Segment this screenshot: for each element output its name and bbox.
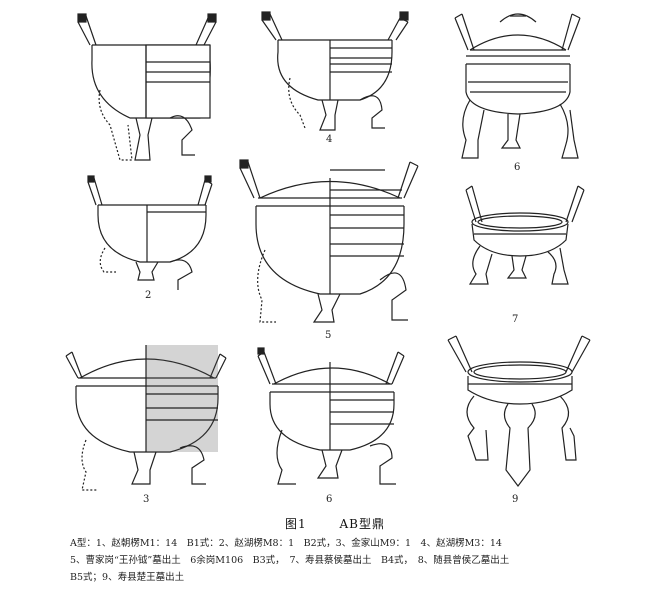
fig-label-2: 2 [145,290,151,301]
figure-notes: A型：1、赵朝楞M1：14 B1式：2、赵湖楞M8：1 B2式，3、金家山M9：… [70,535,660,586]
vessel-8-drawing [465,185,585,285]
fig-label-4: 4 [326,134,332,145]
vessel-2-drawing [87,175,213,290]
vessel-6-drawing [257,347,405,485]
fig-label-9: 9 [512,494,518,505]
figure-caption: 图1 AB型鼎 [0,515,670,532]
vessel-4-drawing [261,11,409,131]
note-line: B5式；9、寿县楚王墓出土 [70,572,185,583]
vessel-5-drawing [239,159,419,323]
vessel-1-drawing [77,13,217,161]
vessel-3-drawing [65,345,227,491]
fig-label-6: 6 [326,494,332,505]
caption-number: 图1 [285,517,307,531]
note-line: A型：1、赵朝楞M1：14 B1式：2、赵湖楞M8：1 B2式，3、金家山M9：… [70,538,502,549]
fig-label-3: 3 [143,494,149,505]
fig-label-8: 7 [512,314,518,325]
vessel-drawings-figure: 4 6 2 5 7 3 6 9 [65,11,591,505]
vessel-7-drawing [454,13,581,159]
fig-label-5: 5 [325,330,331,341]
caption-title: AB型鼎 [339,517,385,531]
fig-label-7: 6 [514,162,520,173]
note-line: 5、曹家岗“王孙钺”墓出土 6余岗M106 B3式， 7、寿县蔡侯墓出土 B4式… [70,555,510,566]
vessel-9-drawing [447,335,591,487]
